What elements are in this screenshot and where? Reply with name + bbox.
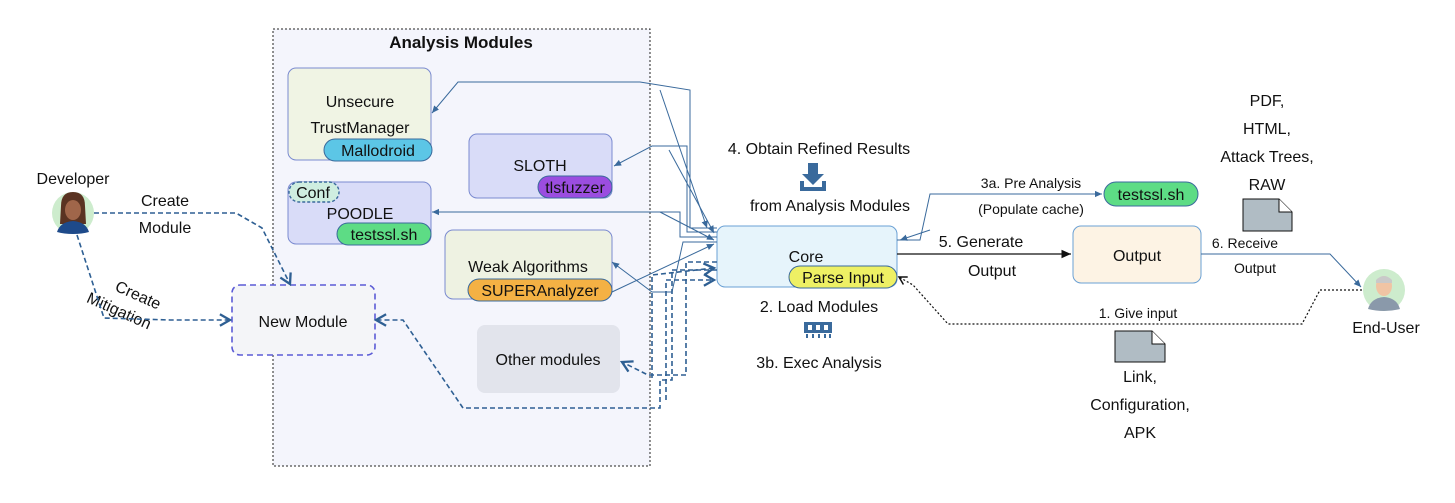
- step-6-line2: Output: [1234, 260, 1276, 276]
- developer-arrows: [76, 212, 292, 327]
- module-name: Weak Algorithms: [468, 259, 588, 276]
- module-name: Other modules: [496, 352, 601, 369]
- tool-tag-tlsfuzzer: tlsfuzzer: [545, 180, 605, 197]
- step-3a-line1: 3a. Pre Analysis: [981, 175, 1081, 191]
- tool-tag-testssl: testssl.sh: [1118, 187, 1185, 204]
- step-4-line2: from Analysis Modules: [750, 198, 910, 215]
- input-apk: APK: [1124, 425, 1156, 442]
- module-unsecure-trustmanager[interactable]: Unsecure TrustManager Mallodroid: [287, 67, 433, 162]
- module-name-line1: Unsecure: [326, 94, 395, 111]
- create-module-line2: Module: [139, 220, 192, 237]
- input-document: Link, Configuration, APK: [1090, 330, 1190, 442]
- pre-analysis-tool-tag: testssl.sh: [1103, 181, 1199, 207]
- new-module-label: New Module: [259, 314, 348, 331]
- step-pre-analysis: 3a. Pre Analysis (Populate cache): [978, 175, 1084, 217]
- format-attack-trees: Attack Trees,: [1220, 149, 1313, 166]
- create-module-label: Create Module: [139, 193, 192, 237]
- parse-input-tag: Parse Input: [802, 270, 884, 287]
- developer-label: Developer: [37, 171, 111, 188]
- developer-actor: Developer: [37, 171, 111, 234]
- step-receive-output: 6. Receive Output: [1212, 235, 1278, 276]
- end-user-actor: End-User: [1352, 269, 1420, 337]
- core-to-pre-analysis-arrow: [897, 190, 1102, 241]
- memory-chip-icon: [804, 322, 832, 338]
- module-sloth[interactable]: SLOTH tlsfuzzer: [468, 133, 613, 199]
- module-poodle[interactable]: Conf POODLE testssl.sh: [287, 181, 432, 246]
- format-raw: RAW: [1249, 177, 1287, 194]
- format-html: HTML,: [1243, 121, 1291, 138]
- module-name: POODLE: [327, 206, 394, 223]
- tool-tag-superanalyzer: SUPERAnalyzer: [481, 283, 599, 300]
- document-icon: [1114, 330, 1166, 363]
- tool-tag-mallodroid: Mallodroid: [341, 143, 415, 160]
- step-obtain-results: 4. Obtain Refined Results from Analysis …: [728, 141, 910, 215]
- step-give-input: 1. Give input: [1099, 305, 1178, 321]
- step-4-line1: 4. Obtain Refined Results: [728, 141, 910, 158]
- step-1-label: 1. Give input: [1099, 305, 1178, 321]
- output-formats: PDF, HTML, Attack Trees, RAW: [1220, 93, 1314, 232]
- create-module-line1: Create: [141, 193, 189, 210]
- step-3b-label: 3b. Exec Analysis: [756, 355, 881, 372]
- module-name-line2: TrustManager: [311, 120, 411, 137]
- step-6-line1: 6. Receive: [1212, 235, 1278, 251]
- end-user-to-core-arrow: [897, 276, 1362, 325]
- input-link: Link,: [1123, 369, 1157, 386]
- output-to-end-user-arrow: [1201, 253, 1362, 288]
- step-5-line2: Output: [968, 263, 1017, 280]
- end-user-label: End-User: [1352, 320, 1420, 337]
- output-box[interactable]: Output: [1072, 225, 1202, 284]
- step-3a-line2: (Populate cache): [978, 201, 1084, 217]
- conf-tag: Conf: [296, 185, 330, 202]
- core-label: Core: [789, 249, 824, 266]
- panel-title: Analysis Modules: [389, 33, 533, 52]
- core-to-new-modules-arrows: [373, 261, 717, 409]
- step-5-line1: 5. Generate: [939, 234, 1024, 251]
- module-name: SLOTH: [513, 158, 566, 175]
- download-icon: [800, 163, 826, 191]
- step-generate-output: 5. Generate Output: [939, 234, 1024, 280]
- create-mitigation-label: Create Mitigation: [84, 278, 163, 333]
- step-2-label: 2. Load Modules: [760, 299, 878, 316]
- new-module[interactable]: New Module: [231, 284, 376, 356]
- document-icon: [1242, 198, 1293, 232]
- core-box[interactable]: Core Parse Input: [716, 225, 898, 289]
- step-load-modules: 2. Load Modules 3b. Exec Analysis: [756, 299, 881, 372]
- format-pdf: PDF,: [1250, 93, 1285, 110]
- module-other[interactable]: Other modules: [477, 325, 620, 393]
- input-configuration: Configuration,: [1090, 397, 1190, 414]
- tool-tag-testssl: testssl.sh: [351, 227, 418, 244]
- module-weak-algorithms[interactable]: Weak Algorithms SUPERAnalyzer: [444, 229, 613, 302]
- output-label: Output: [1113, 248, 1162, 265]
